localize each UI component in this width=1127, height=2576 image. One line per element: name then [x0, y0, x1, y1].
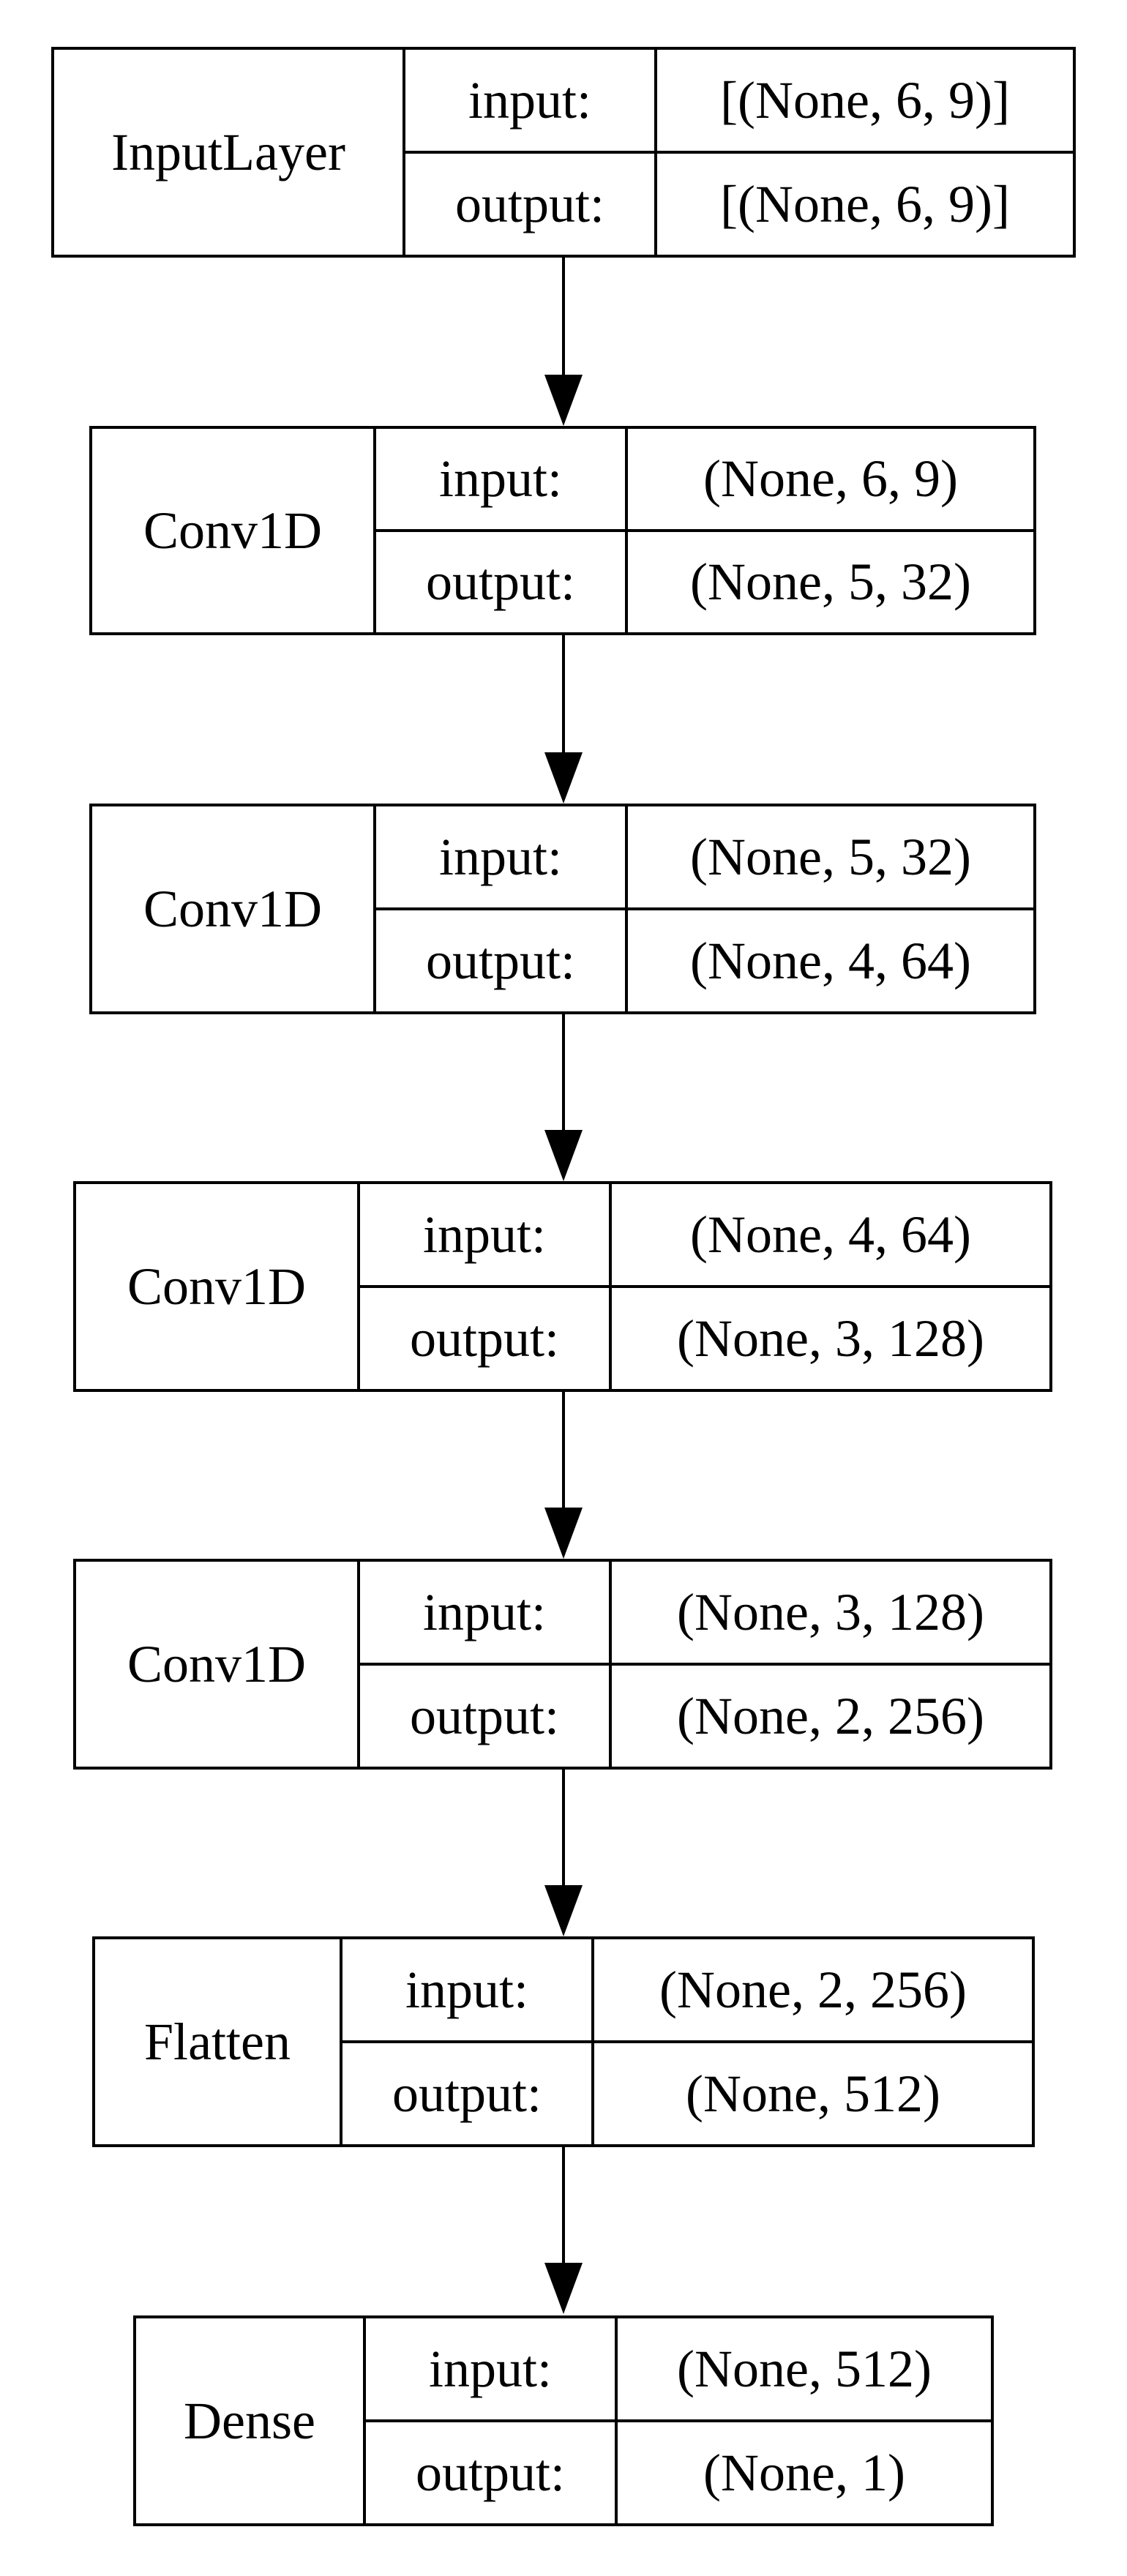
- io-values: (None, 3, 128) (None, 2, 256): [612, 1562, 1049, 1767]
- io-values: (None, 6, 9) (None, 5, 32): [628, 429, 1033, 632]
- input-shape: (None, 512): [618, 2318, 991, 2422]
- edge-line-5: [562, 1770, 565, 1885]
- output-shape: (None, 5, 32): [690, 553, 971, 611]
- edge-line-6: [562, 2147, 565, 2263]
- edge-line-4: [562, 1392, 565, 1508]
- edge-arrowhead-5: [544, 1885, 583, 1936]
- output-label: output:: [409, 1686, 559, 1745]
- input-label: input:: [360, 1184, 609, 1288]
- input-label: input:: [366, 2318, 615, 2422]
- io-values: (None, 512) (None, 1): [618, 2318, 991, 2523]
- layer-node-dense: Dense input: output: (None, 512) (None, …: [133, 2315, 994, 2526]
- io-values: (None, 2, 256) (None, 512): [594, 1939, 1032, 2144]
- edge-line-3: [562, 1014, 565, 1130]
- layer-name: Conv1D: [92, 429, 376, 632]
- layer-name: Flatten: [95, 1939, 342, 2144]
- layer-name: InputLayer: [54, 50, 405, 255]
- output-shape: (None, 2, 256): [677, 1686, 984, 1745]
- io-values: [(None, 6, 9)] [(None, 6, 9)]: [657, 50, 1073, 255]
- input-shape: [(None, 6, 9)]: [657, 50, 1073, 154]
- output-shape: (None, 512): [686, 2064, 940, 2123]
- input-shape: (None, 4, 64): [612, 1184, 1049, 1288]
- io-labels: input: output:: [342, 1939, 594, 2144]
- edge-arrowhead-4: [544, 1508, 583, 1559]
- io-labels: input: output:: [360, 1562, 612, 1767]
- output-shape: (None, 3, 128): [677, 1308, 984, 1368]
- edge-arrowhead-1: [544, 375, 583, 426]
- layer-node-conv1d-3: Conv1D input: output: (None, 4, 64) (Non…: [73, 1181, 1052, 1392]
- layer-name: Dense: [136, 2318, 366, 2523]
- edge-arrowhead-6: [544, 2263, 583, 2314]
- edge-line-1: [562, 258, 565, 375]
- input-shape: (None, 3, 128): [612, 1562, 1049, 1666]
- input-shape: (None, 5, 32): [628, 806, 1033, 910]
- io-labels: input: output:: [376, 806, 628, 1011]
- output-shape: [(None, 6, 9)]: [720, 174, 1010, 233]
- output-label: output:: [409, 1308, 559, 1368]
- output-label: output:: [425, 931, 575, 990]
- input-shape: (None, 6, 9): [628, 429, 1033, 532]
- io-labels: input: output:: [376, 429, 628, 632]
- input-label: input:: [360, 1562, 609, 1666]
- output-label: output:: [454, 174, 604, 233]
- output-label: output:: [392, 2064, 542, 2123]
- output-shape: (None, 1): [703, 2443, 905, 2502]
- layer-node-conv1d-1: Conv1D input: output: (None, 6, 9) (None…: [89, 426, 1036, 635]
- output-label: output:: [425, 553, 575, 611]
- layer-name: Conv1D: [76, 1184, 360, 1389]
- layer-name: Conv1D: [76, 1562, 360, 1767]
- output-label: output:: [415, 2443, 565, 2502]
- layer-name: Conv1D: [92, 806, 376, 1011]
- layer-node-flatten: Flatten input: output: (None, 2, 256) (N…: [92, 1936, 1035, 2147]
- edge-arrowhead-2: [544, 752, 583, 804]
- layer-node-conv1d-2: Conv1D input: output: (None, 5, 32) (Non…: [89, 804, 1036, 1014]
- io-labels: input: output:: [405, 50, 657, 255]
- edge-line-2: [562, 635, 565, 752]
- layer-node-conv1d-4: Conv1D input: output: (None, 3, 128) (No…: [73, 1559, 1052, 1770]
- layer-node-inputlayer: InputLayer input: output: [(None, 6, 9)]…: [51, 47, 1076, 258]
- input-label: input:: [342, 1939, 591, 2043]
- edge-arrowhead-3: [544, 1130, 583, 1181]
- input-shape: (None, 2, 256): [594, 1939, 1032, 2043]
- io-values: (None, 5, 32) (None, 4, 64): [628, 806, 1033, 1011]
- input-label: input:: [376, 806, 625, 910]
- io-labels: input: output:: [360, 1184, 612, 1389]
- io-labels: input: output:: [366, 2318, 618, 2523]
- output-shape: (None, 4, 64): [690, 931, 971, 990]
- input-label: input:: [376, 429, 625, 532]
- input-label: input:: [405, 50, 654, 154]
- io-values: (None, 4, 64) (None, 3, 128): [612, 1184, 1049, 1389]
